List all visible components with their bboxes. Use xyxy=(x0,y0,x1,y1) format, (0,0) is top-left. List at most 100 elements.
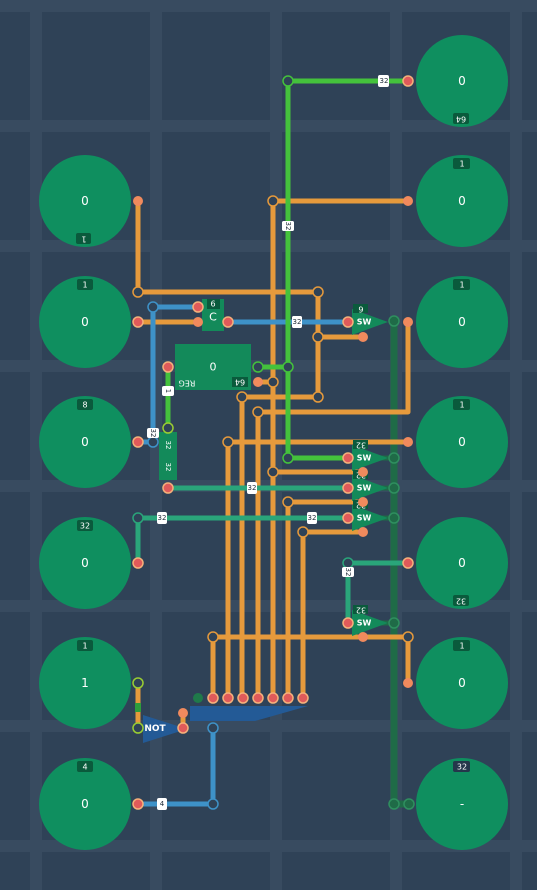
blue-wire xyxy=(135,304,201,445)
bus-label: 32 xyxy=(379,75,389,87)
bus-label-text: 32 xyxy=(149,429,157,438)
output-pin-body[interactable] xyxy=(416,396,508,488)
connection-dot xyxy=(207,798,219,810)
bus-label-bg xyxy=(247,482,257,494)
connection-dot xyxy=(132,286,144,298)
orange-wire xyxy=(255,319,411,701)
input-pin-tag-bg xyxy=(77,640,93,651)
bus-label: 32 xyxy=(292,316,302,328)
connection-dot xyxy=(388,482,400,494)
splitter-body[interactable] xyxy=(159,432,177,480)
output-pin-tag-bg xyxy=(453,113,469,124)
input-pin[interactable]: 04 xyxy=(39,758,131,850)
connection-dot xyxy=(132,722,144,734)
output-pin-tag: 1 xyxy=(459,281,464,290)
input-pin[interactable]: 01 xyxy=(39,155,131,247)
grid-column xyxy=(510,0,522,890)
output-pin-body[interactable] xyxy=(416,276,508,368)
output-pin-value: 0 xyxy=(458,435,466,449)
output-pin[interactable]: 0 32 xyxy=(416,517,508,609)
connection-dot xyxy=(253,377,263,387)
output-pin-value: 0 xyxy=(458,556,466,570)
bus-label: 32 xyxy=(247,482,257,494)
not-gate[interactable]: NOT xyxy=(143,715,187,743)
output-pin-tag: 32 xyxy=(457,763,467,772)
connection-dot xyxy=(388,617,400,629)
connection-dot xyxy=(282,361,294,373)
switch-body[interactable] xyxy=(352,475,388,501)
input-pin-tag: 8 xyxy=(82,401,87,410)
bus-label-bg xyxy=(282,221,294,231)
input-pin-body[interactable] xyxy=(39,396,131,488)
connection-dot xyxy=(207,631,219,643)
connection-dot xyxy=(342,512,354,524)
output-pin-body[interactable] xyxy=(416,758,508,850)
counter-bits-bg xyxy=(207,299,220,309)
switch-body[interactable] xyxy=(352,610,388,636)
not-gate-body[interactable] xyxy=(143,715,187,743)
switch-body[interactable] xyxy=(352,445,388,471)
input-pin-body[interactable] xyxy=(39,276,131,368)
input-pin[interactable]: 08 xyxy=(39,396,131,488)
input-pin-value: 0 xyxy=(81,435,89,449)
output-pin-tag: 32 xyxy=(456,597,466,606)
input-pin-body[interactable] xyxy=(39,758,131,850)
input-pin-tag: 1 xyxy=(81,235,86,244)
bit-maker[interactable] xyxy=(190,706,308,721)
connection-dot xyxy=(147,301,159,313)
switch-body[interactable] xyxy=(352,505,388,531)
output-pin-value: 0 xyxy=(458,315,466,329)
output-pin-tag-bg xyxy=(453,640,470,651)
output-pin-body[interactable] xyxy=(416,155,508,247)
connection-dot xyxy=(162,361,174,373)
connection-dot xyxy=(402,557,414,569)
input-pin[interactable]: 032 xyxy=(39,517,131,609)
input-pin[interactable]: 01 xyxy=(39,276,131,368)
connection-dot xyxy=(403,798,415,810)
bus-label: 32 xyxy=(342,567,354,577)
output-pin[interactable]: 01 xyxy=(416,276,508,368)
counter-label: C xyxy=(209,311,217,324)
grid-column xyxy=(30,0,42,890)
input-pin-tag: 1 xyxy=(82,642,87,651)
input-pin-tag-bg xyxy=(77,279,93,290)
connection-dot xyxy=(222,436,234,448)
input-pin-value: 0 xyxy=(81,315,89,329)
input-pin[interactable]: 11 xyxy=(39,637,131,729)
connection-dot xyxy=(193,317,203,327)
switch-body[interactable] xyxy=(352,309,388,335)
output-pin-body[interactable] xyxy=(416,637,508,729)
output-pin-body[interactable] xyxy=(416,517,508,609)
output-pin[interactable]: -32 xyxy=(416,758,508,850)
bus-label: 32 xyxy=(282,221,294,231)
bit-maker-body[interactable] xyxy=(190,706,308,721)
connection-dot xyxy=(222,316,234,328)
output-pin[interactable]: 01 xyxy=(416,396,508,488)
output-pin-tag: 1 xyxy=(459,160,464,169)
switch[interactable]: SW6 xyxy=(352,304,388,335)
counter[interactable]: C6 xyxy=(202,299,224,331)
connection-dot xyxy=(403,196,413,206)
bus-label-bg xyxy=(379,75,389,87)
output-pin[interactable]: 01 xyxy=(416,155,508,247)
input-pin-body[interactable] xyxy=(39,517,131,609)
output-pin-body[interactable] xyxy=(416,35,508,127)
switch-label: SW xyxy=(357,619,372,628)
switch-label: SW xyxy=(357,318,372,327)
register-value: 0 xyxy=(210,361,217,374)
output-pin[interactable]: 064 xyxy=(416,35,508,127)
bus-label-bg xyxy=(157,512,167,524)
input-pin-body[interactable] xyxy=(39,637,131,729)
bus-label-text: 32 xyxy=(248,484,257,492)
input-pin-body[interactable] xyxy=(39,155,131,247)
output-pin[interactable]: 01 xyxy=(416,637,508,729)
connection-dot xyxy=(282,452,294,464)
connection-dot xyxy=(132,316,144,328)
connection-dot xyxy=(388,798,400,810)
